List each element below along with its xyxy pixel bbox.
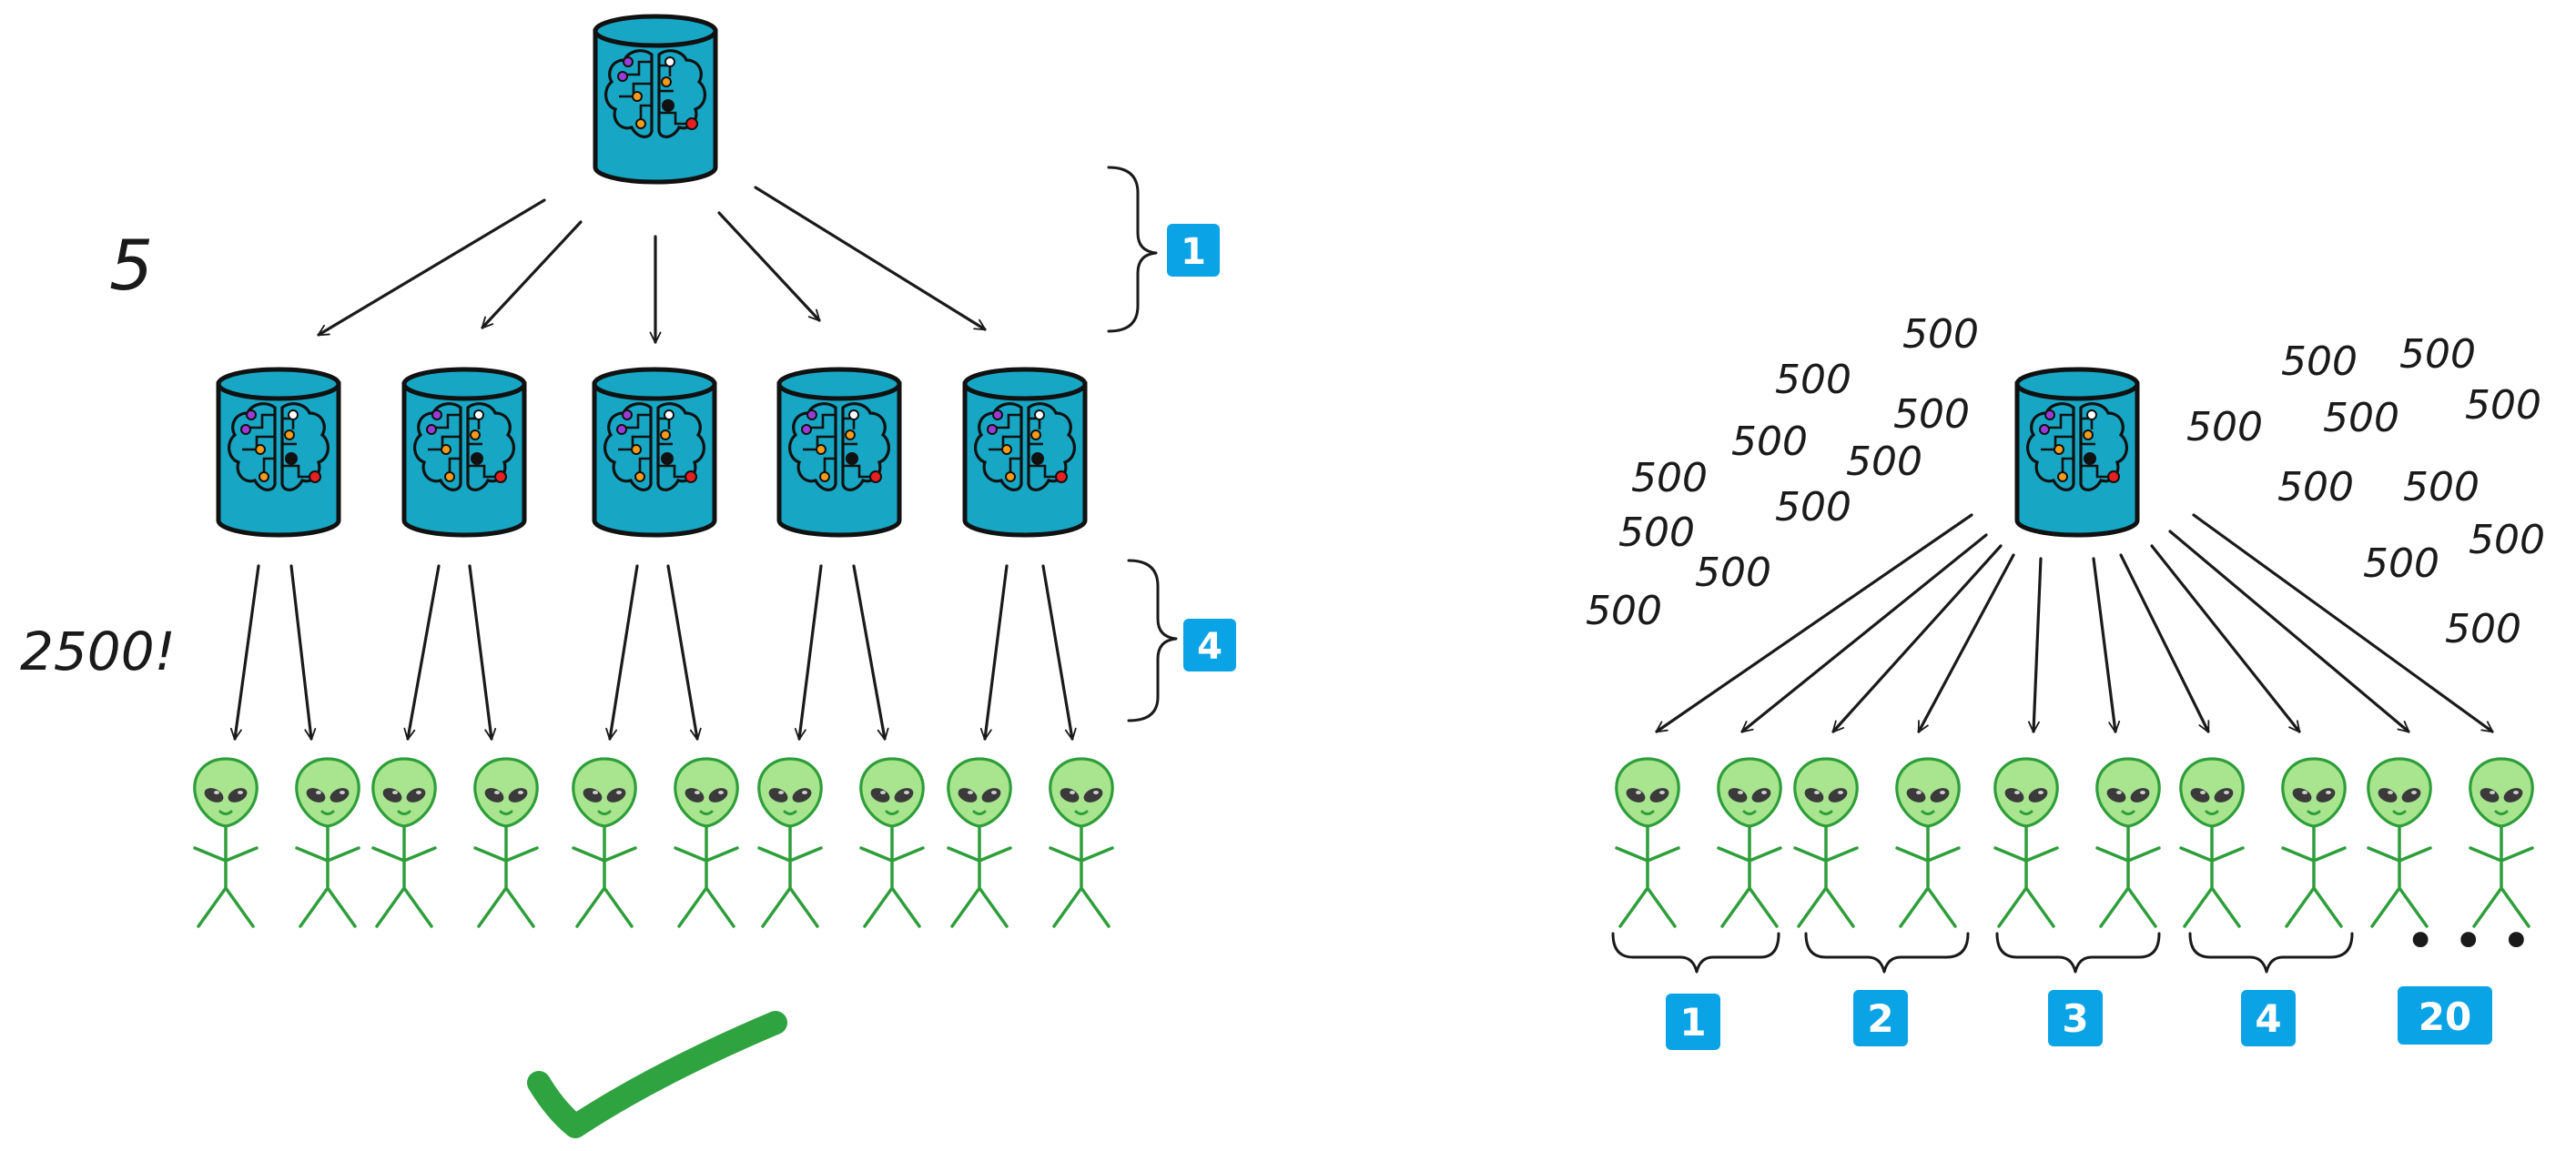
badge: 4 [1183,619,1236,671]
badge: 1 [1666,994,1720,1050]
alien-user-icon [947,757,1012,928]
checkmark-icon [527,1011,787,1138]
alien-user-icon [1615,757,1680,928]
alien-user-icon [1793,757,1859,928]
badge: 2 [1853,990,1908,1046]
brace [1107,166,1158,333]
database-brain-icon [404,369,524,535]
group-badges: 1 2 3 4 20 [1666,986,2492,1050]
fanout-arrows-right [1655,513,2494,733]
svg-text:3: 3 [2062,996,2088,1041]
user-arrows [229,564,1077,741]
alien-user-icon [1993,757,2059,928]
request-count-labels: 500 500 500 500 500 500 500 500 500 500 … [1586,311,2545,652]
svg-text:500: 500 [2277,464,2354,510]
alien-user-icon [371,757,437,928]
svg-text:500: 500 [1893,391,1970,438]
svg-text:4: 4 [2255,996,2281,1041]
alien-user-icon [193,757,259,928]
badge: 1 [1167,224,1220,277]
svg-text:500: 500 [1586,588,1662,634]
svg-text:500: 500 [1731,419,1808,465]
svg-text:1: 1 [1181,231,1206,273]
alien-user-icon [2469,757,2534,928]
svg-text:500: 500 [2469,517,2545,563]
badge: 3 [2048,990,2103,1046]
alien-user-icon [1717,757,1782,928]
fanout-arrows-level1 [317,186,987,344]
badge: 4 [2241,990,2296,1046]
users-right [1615,757,2534,928]
svg-text:500: 500 [1631,455,1708,501]
ellipsis: • • • [2405,910,2532,972]
alien-user-icon [674,757,739,928]
users-left [193,757,1114,928]
svg-text:500: 500 [1775,357,1851,403]
model-count-label: 5 [109,225,153,306]
total-requests-label: 2500! [20,621,176,682]
svg-text:500: 500 [2323,395,2399,441]
alien-user-icon [572,757,637,928]
left-diagram: 5 1 2500! [20,16,1236,1138]
database-brain-icon [779,369,899,535]
alien-user-icon [295,757,360,928]
alien-user-icon [2281,757,2347,928]
svg-text:500: 500 [1902,311,1979,358]
database-brain-icon [594,369,715,535]
alien-user-icon [2179,757,2245,928]
brace [1127,559,1178,722]
svg-text:500: 500 [2399,331,2476,378]
svg-text:4: 4 [1197,626,1222,668]
replica-models [218,369,1085,535]
badge: 20 [2398,986,2492,1045]
alien-user-icon [2095,757,2161,928]
svg-text:500: 500 [2445,606,2521,652]
alien-user-icon [859,757,925,928]
database-brain-icon [2017,369,2137,535]
alien-user-icon [2367,757,2432,928]
alien-user-icon [473,757,539,928]
svg-text:500: 500 [1846,439,1922,485]
svg-text:500: 500 [1695,550,1771,596]
svg-text:500: 500 [2403,464,2480,510]
right-diagram: 500 500 500 500 500 500 500 500 500 500 … [1586,311,2545,1050]
database-brain-icon [965,369,1085,535]
database-brain-icon [595,16,715,182]
database-brain-icon [218,369,339,535]
svg-text:500: 500 [2363,540,2439,587]
alien-user-icon [1895,757,1961,928]
svg-text:500: 500 [1618,510,1695,556]
svg-text:2: 2 [1867,996,1893,1041]
alien-user-icon [757,757,823,928]
svg-text:500: 500 [2186,404,2263,450]
svg-text:20: 20 [2419,995,2471,1039]
svg-text:500: 500 [2281,338,2358,385]
svg-text:500: 500 [2465,382,2541,429]
svg-text:500: 500 [1775,484,1851,530]
alien-user-icon [1049,757,1114,928]
svg-text:1: 1 [1679,1000,1706,1045]
group-braces [1611,932,2354,974]
